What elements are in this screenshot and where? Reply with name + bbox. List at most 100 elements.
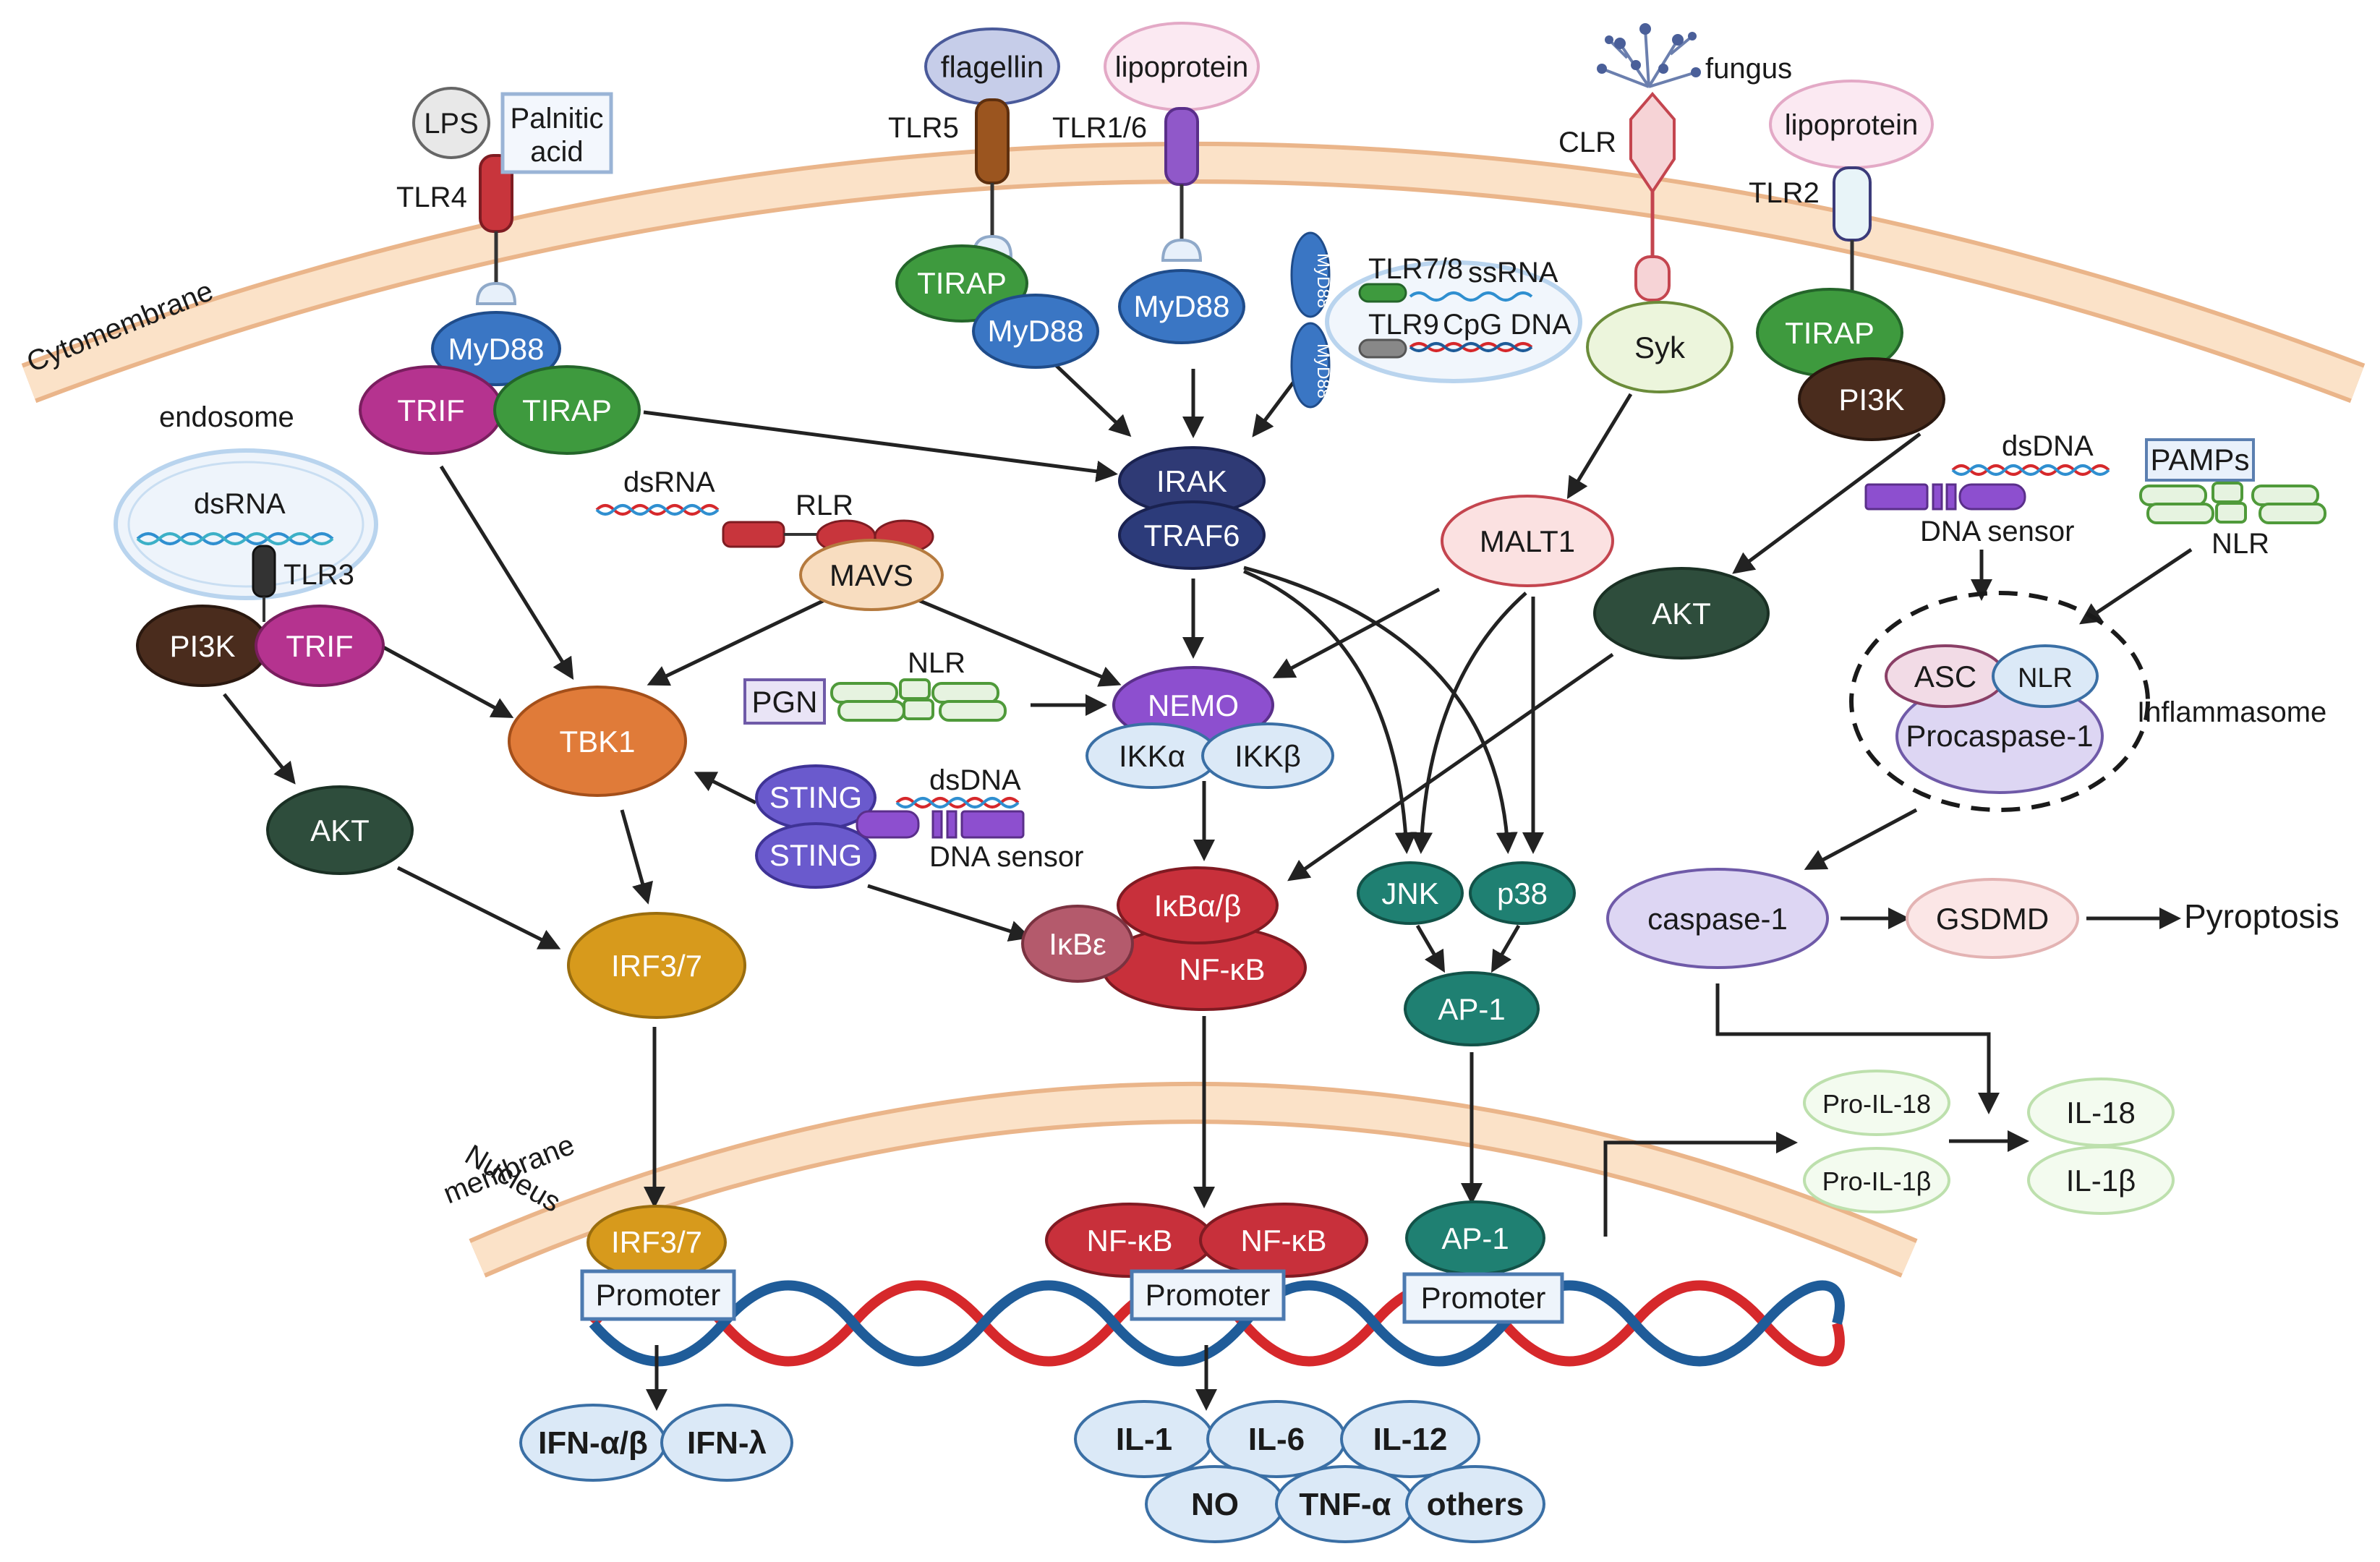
arrow-caspase-il [1715, 983, 2000, 1114]
nlr-right-label: NLR [2211, 528, 2269, 560]
ikbe-label: IκBε [1049, 927, 1106, 961]
arrow-traf6-p38 [1243, 566, 1518, 854]
akt-right [1593, 567, 1770, 660]
arrow-mavs-tbk1 [647, 598, 826, 686]
others [1405, 1465, 1545, 1543]
dna-sensor-sting [856, 810, 1025, 839]
trif-endosome-label: TRIF [286, 629, 353, 663]
tlr4-receptor [475, 154, 517, 305]
mavs-label: MAVS [829, 558, 913, 592]
myd88-tlr5-label: MyD88 [987, 314, 1083, 348]
promoter-3-label: Promoter [1421, 1281, 1546, 1315]
akt-left-label: AKT [310, 814, 370, 848]
pro-il18 [1803, 1070, 1950, 1136]
arrow-tbk1-irf [620, 809, 653, 905]
myd88-tlr5 [972, 294, 1099, 369]
ikbe [1021, 905, 1134, 983]
dsdna-sting-strand-2 [895, 797, 1020, 808]
nlr-pgn-receptor [830, 678, 1007, 722]
pro-il1b [1803, 1147, 1950, 1213]
flagellin-label: flagellin [941, 50, 1044, 84]
dsdna-sting-strand [895, 797, 1020, 808]
arrow-sting-tbk1 [694, 772, 757, 805]
dsrna-rlr-label: dsRNA [623, 466, 715, 498]
promoter-2 [1130, 1269, 1286, 1321]
irf37 [567, 912, 746, 1019]
arrow-pi3k-akt-right [1732, 432, 1922, 574]
rlr-receptor [722, 521, 785, 548]
syk [1586, 301, 1733, 393]
tlr16-receptor [1161, 107, 1203, 262]
arrow-infl-caspase [1804, 808, 1918, 870]
tlr5-label: TLR5 [888, 112, 959, 144]
tlr78-receptor [1358, 283, 1407, 303]
ikkb [1201, 722, 1334, 789]
dsrna-endosome-strand-2 [136, 532, 334, 545]
nemo-label: NEMO [1148, 688, 1239, 722]
pamps-box [2145, 438, 2255, 482]
palnitic-acid-label-2: acid [530, 136, 583, 168]
tlr2-label: TLR2 [1749, 177, 1820, 209]
jnk [1357, 861, 1464, 925]
arrow-myd88-789-irak [1252, 375, 1300, 438]
tirap-tlr4 [493, 365, 641, 455]
endosome [114, 448, 378, 600]
traf6-label: TRAF6 [1143, 518, 1240, 552]
procaspase1-label: Procaspase-1 [1906, 719, 2093, 753]
others-label: others [1427, 1487, 1524, 1522]
cpg-dna-strand [1409, 342, 1533, 352]
cpg-dna-label: CpG DNA [1443, 309, 1571, 341]
nlr-inflammasome-label: NLR [2018, 663, 2073, 693]
arrow-dna-proil [1603, 1132, 1798, 1237]
ikbab-label: IκBα/β [1154, 889, 1242, 923]
ikbab [1117, 866, 1279, 944]
il1b [2027, 1145, 2175, 1215]
rlr-label: RLR [796, 490, 853, 521]
gsdmd [1906, 878, 2079, 959]
ssrna-label: ssRNA [1468, 257, 1558, 289]
ifn-l [660, 1404, 793, 1482]
ap1-nuclear-label: AP-1 [1441, 1221, 1509, 1255]
tirap-tlr2-label: TIRAP [1785, 316, 1874, 350]
nlr-inflammasome [1992, 644, 2099, 708]
jnk-label: JNK [1381, 876, 1438, 910]
arrow-myd88-5-irak [1054, 364, 1132, 438]
arrow-syk-malt1 [1566, 393, 1633, 500]
lipoprotein-label-1: lipoprotein [1115, 51, 1249, 83]
myd88-small-1 [1290, 231, 1331, 318]
akt-left [266, 785, 414, 875]
ifn-ab-label: IFN-α/β [538, 1425, 648, 1461]
clr-tail [1634, 255, 1671, 302]
arrow-nlr-infl [2079, 547, 2193, 625]
myd88-tlr4 [431, 311, 561, 386]
tlr2-receptor [1833, 166, 1872, 242]
promoter-1 [580, 1269, 736, 1321]
dsrna-endosome-strand [136, 532, 334, 545]
irf37-nuclear-label: IRF3/7 [611, 1225, 702, 1259]
myd88-tlr4-label: MyD88 [448, 332, 544, 366]
fungus-icon [1597, 23, 1701, 88]
arrow-pi3k-akt-left [223, 693, 296, 785]
ifn-l-label: IFN-λ [687, 1425, 767, 1461]
tirap-tlr5-label: TIRAP [917, 266, 1007, 300]
dsrna-rlr-strand [595, 504, 720, 516]
dsdna-right-strand-2 [1951, 464, 2110, 476]
il6-label: IL-6 [1248, 1422, 1305, 1457]
nfkb-nuclear-2-label: NF-κB [1241, 1224, 1327, 1258]
mavs [799, 539, 944, 611]
arrow-mavs-nemo [918, 598, 1122, 687]
dsdna-right-label: dsDNA [2002, 430, 2094, 462]
dsdna-sting-label: dsDNA [929, 764, 1021, 796]
promoter-2-label: Promoter [1146, 1278, 1271, 1312]
arrow-tirap-irak [643, 410, 1118, 482]
inflammasome-label: Inflammasome [2137, 696, 2326, 728]
sting-1-label: STING [769, 780, 862, 814]
tlr4-label: TLR4 [396, 182, 467, 213]
pro-il1b-label: Pro-IL-1β [1822, 1166, 1932, 1196]
irak-label: IRAK [1156, 464, 1227, 498]
arrow-malt1-jnk [1411, 592, 1527, 854]
pamps-label: PAMPs [2151, 443, 2250, 477]
palnitic-acid-box [500, 92, 613, 174]
nlr-pgn-label: NLR [908, 647, 965, 679]
